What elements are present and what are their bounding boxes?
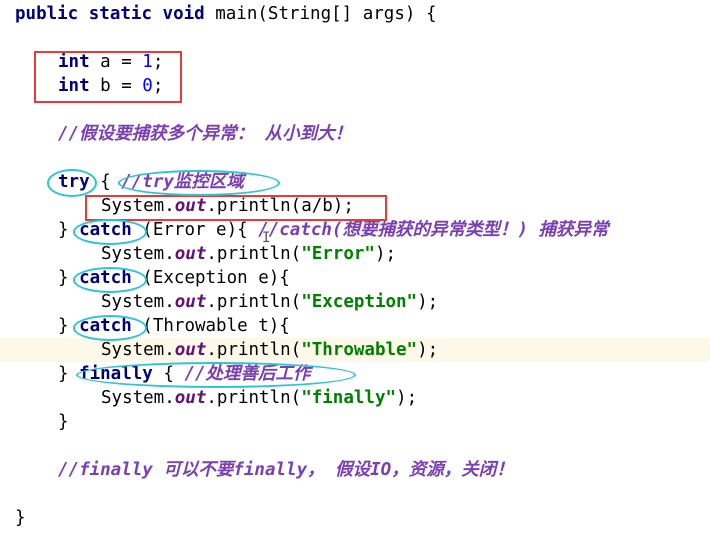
println-call: .println( bbox=[206, 244, 302, 264]
field-out: out bbox=[174, 388, 207, 408]
keyword-int: int bbox=[58, 52, 90, 72]
code-line-println-exception: System.out.println("Exception"); bbox=[101, 290, 710, 314]
catch-param: (Exception e){ bbox=[131, 268, 290, 288]
keyword-int: int bbox=[58, 76, 90, 96]
code-line-catch-exception: } catch (Exception e){ bbox=[58, 266, 710, 290]
call-end: ); bbox=[417, 340, 439, 360]
code-line-close-finally: } bbox=[58, 410, 710, 434]
closing-brace: } bbox=[15, 508, 26, 528]
code-line-catch-error: } catch (Error e){ //catch(想要捕获的异常类型！) 捕… bbox=[58, 218, 710, 242]
annotation-ellipse-catch-1 bbox=[73, 219, 147, 245]
string-literal: "Exception" bbox=[301, 292, 418, 312]
annotation-rect-variables bbox=[34, 51, 182, 103]
keyword-static: static bbox=[88, 4, 152, 24]
call-end: ); bbox=[417, 292, 439, 312]
call-end: ); bbox=[374, 244, 397, 264]
assign-b-text: b = bbox=[89, 76, 143, 96]
code-line-int-a: int a = 1; bbox=[58, 50, 710, 74]
system-class: System. bbox=[101, 292, 175, 312]
field-out: out bbox=[174, 196, 207, 216]
code-line-comment-multi-catch: //假设要捕获多个异常： 从小到大！ bbox=[58, 122, 710, 146]
text-cursor-icon: I bbox=[262, 230, 271, 246]
code-line-println-error: System.out.println("Error"); bbox=[101, 242, 710, 266]
number-literal: 0 bbox=[142, 76, 153, 96]
call-end: ); bbox=[396, 388, 418, 408]
annotation-rect-division bbox=[85, 195, 387, 221]
system-class: System. bbox=[101, 340, 175, 360]
string-literal: "Error" bbox=[301, 244, 375, 264]
semicolon: ; bbox=[152, 52, 164, 72]
method-signature-text: main(String[] args) { bbox=[204, 4, 437, 24]
annotation-ellipse-finally bbox=[76, 362, 356, 388]
closing-brace: } bbox=[58, 316, 80, 336]
string-literal: "Throwable" bbox=[301, 340, 418, 360]
keyword-public: public bbox=[15, 4, 79, 24]
system-class: System. bbox=[101, 196, 175, 216]
field-out: out bbox=[174, 340, 207, 360]
println-call: .println( bbox=[206, 340, 302, 360]
code-line-catch-throwable: } catch (Throwable t){ bbox=[58, 314, 710, 338]
catch-param: (Error e){ bbox=[131, 220, 259, 240]
field-out: out bbox=[174, 292, 207, 312]
closing-brace: } bbox=[58, 220, 80, 240]
number-literal: 1 bbox=[142, 52, 153, 72]
println-call: .println(a/b); bbox=[206, 196, 354, 216]
code-line-println-division: System.out.println(a/b); bbox=[101, 194, 710, 218]
system-class: System. bbox=[101, 388, 175, 408]
annotation-ellipse-try-comment bbox=[118, 170, 280, 196]
try-brace: { bbox=[89, 172, 122, 192]
system-class: System. bbox=[101, 244, 175, 264]
annotation-ellipse-catch-3 bbox=[73, 315, 147, 341]
field-out: out bbox=[174, 244, 207, 264]
println-call: .println( bbox=[206, 292, 302, 312]
println-call: .println( bbox=[206, 388, 302, 408]
code-line-int-b: int b = 0; bbox=[58, 74, 710, 98]
comment-text: //finally 可以不要finally， 假设IO，资源，关闭！ bbox=[58, 460, 514, 480]
keyword-void: void bbox=[162, 4, 205, 24]
code-line-close-method: } bbox=[15, 506, 710, 530]
code-line-println-throwable: System.out.println("Throwable"); bbox=[0, 338, 710, 362]
string-literal: "finally" bbox=[301, 388, 397, 408]
closing-brace: } bbox=[58, 412, 69, 432]
code-line-method-signature: public static void main(String[] args) { bbox=[15, 2, 710, 26]
assign-a-text: a = bbox=[89, 52, 143, 72]
closing-brace: } bbox=[58, 364, 80, 384]
closing-brace: } bbox=[58, 268, 80, 288]
annotation-ellipse-catch-2 bbox=[73, 267, 147, 293]
annotation-ellipse-try bbox=[47, 169, 97, 197]
code-line-comment-finally-optional: //finally 可以不要finally， 假设IO，资源，关闭！ bbox=[58, 458, 710, 482]
code-line-println-finally: System.out.println("finally"); bbox=[101, 386, 710, 410]
semicolon: ; bbox=[152, 76, 164, 96]
catch-param: (Throwable t){ bbox=[131, 316, 290, 336]
comment-text: //假设要捕获多个异常： 从小到大！ bbox=[58, 124, 353, 144]
comment-catch: //catch(想要捕获的异常类型！) 捕获异常 bbox=[258, 220, 609, 240]
